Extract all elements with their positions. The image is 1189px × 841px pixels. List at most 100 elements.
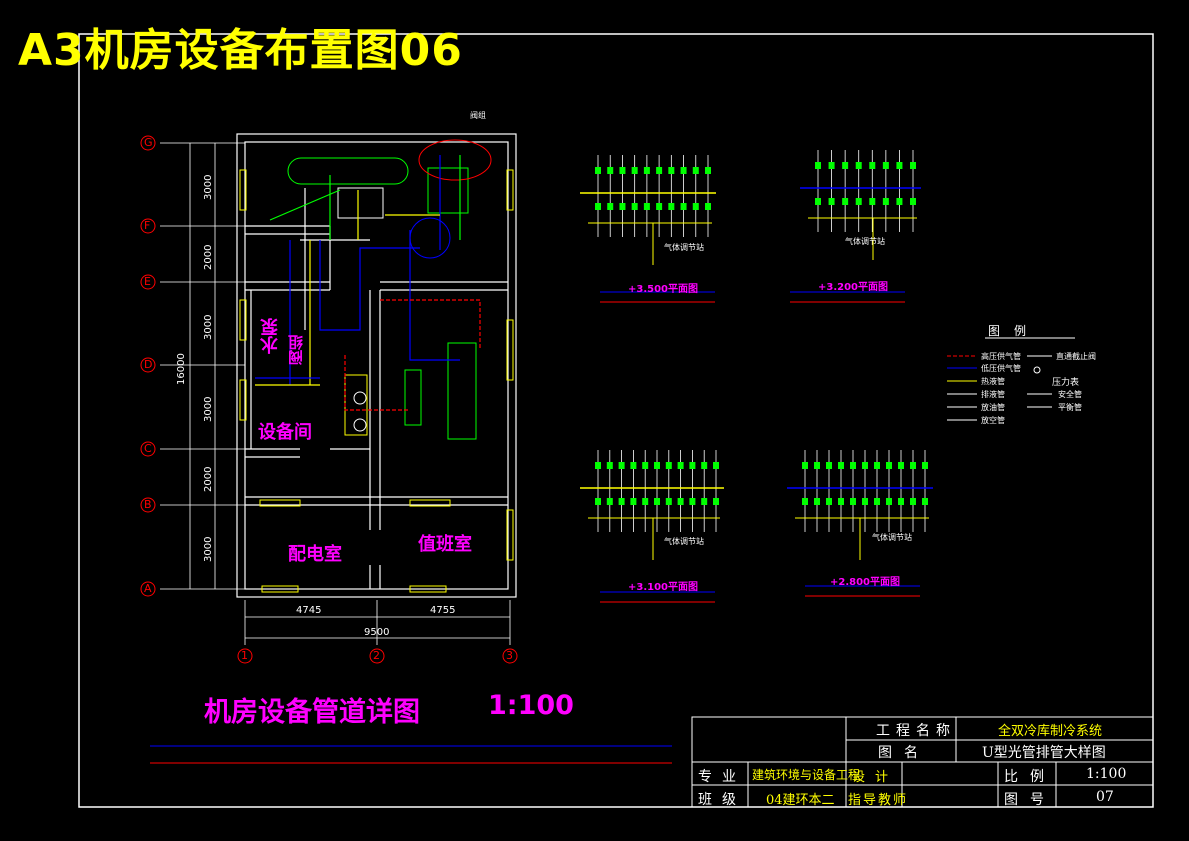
dim-v-1: 3000 (203, 174, 214, 200)
legend-item-8: 压力表 (1052, 378, 1080, 388)
valve-top-0-9 (705, 167, 711, 174)
valve-top-2-7 (677, 462, 684, 469)
page-title: A3机房设备布置图06 (18, 25, 463, 76)
legend-item-10: 平衡管 (1058, 403, 1082, 412)
valve-top-0-8 (692, 167, 699, 174)
tb-design-label: 设计 (852, 770, 899, 785)
legend-title: 图例 (988, 324, 1041, 338)
valve-bottom-1-5 (882, 198, 889, 205)
detail-plan-label-2: +3.200平面图 (818, 282, 889, 293)
legend-item-2: 低压供气管 (981, 364, 1021, 373)
valve-top-1-0 (815, 162, 821, 169)
valve-top-2-2 (618, 462, 625, 469)
tb-class-value: 04建环本二 (766, 793, 835, 808)
valve-top-3-8 (898, 462, 904, 469)
room-valve-group: 阀组 (287, 335, 305, 365)
valve-bottom-3-9 (910, 498, 916, 505)
valve-top-3-3 (838, 462, 844, 469)
valve-bottom-0-8 (692, 203, 699, 210)
axis-bubbles (140, 135, 518, 664)
valve-top-2-6 (665, 462, 672, 469)
valve-bottom-3-0 (802, 498, 808, 505)
valve-top-3-4 (850, 462, 856, 469)
axis-grid (160, 142, 511, 645)
dim-total-vertical: 16000 (176, 353, 187, 385)
legend-item-1: 高压供气管 (981, 352, 1021, 361)
valve-top-1-6 (896, 162, 903, 169)
valve-top-0-0 (595, 167, 601, 174)
valve-top-2-8 (689, 462, 696, 469)
valve-bottom-3-5 (862, 498, 868, 505)
valve-top-3-2 (826, 462, 832, 469)
valve-bottom-2-0 (595, 498, 601, 505)
axis-label-F: F (144, 219, 151, 232)
valve-bottom-2-8 (689, 498, 696, 505)
dim-h-1: 4745 (296, 605, 322, 616)
axis-label-D: D (144, 358, 153, 371)
tb-drawing-name-label: 图名 (878, 745, 930, 761)
valve-bottom-1-0 (815, 198, 821, 205)
axis-label-2: 2 (373, 649, 380, 662)
axis-label-A: A (144, 582, 152, 595)
valve-bottom-2-9 (701, 498, 708, 505)
dim-total-horizontal: 9500 (364, 627, 390, 638)
valve-bottom-0-5 (656, 203, 663, 210)
valve-bottom-0-7 (680, 203, 687, 210)
valve-top-2-4 (642, 462, 649, 469)
tb-major-value: 建筑环境与设备工程 (752, 768, 861, 782)
detail-note-1: 气体调节站 (664, 243, 704, 252)
detail-plans (580, 150, 933, 603)
valve-bottom-3-2 (826, 498, 832, 505)
valve-top-2-3 (630, 462, 637, 469)
building-walls (236, 133, 517, 598)
valve-top-1-5 (882, 162, 889, 169)
room-equipment: 设备间 (258, 422, 312, 443)
dim-v-4: 3000 (203, 396, 214, 422)
pipes (255, 155, 481, 411)
windows (239, 169, 514, 593)
legend-item-4: 排液管 (981, 390, 1005, 399)
tb-project-name-value: 全双冷库制冷系统 (998, 724, 1103, 739)
valve-top-2-9 (701, 462, 708, 469)
valve-top-2-1 (606, 462, 613, 469)
valve-bottom-1-1 (828, 198, 835, 205)
valve-bottom-2-3 (630, 498, 637, 505)
valve-bottom-3-3 (838, 498, 844, 505)
axis-label-G: G (144, 136, 153, 149)
valve-top-1-1 (828, 162, 835, 169)
detail-plan-label-4: +2.800平面图 (830, 577, 901, 588)
axis-label-B: B (144, 498, 152, 511)
axis-label-E: E (144, 275, 151, 288)
valve-bottom-3-8 (898, 498, 904, 505)
legend-lines (947, 337, 1075, 421)
valve-bottom-0-3 (631, 203, 638, 210)
valve-top-1-7 (910, 162, 916, 169)
valve-top-3-6 (874, 462, 880, 469)
tb-project-name-label: 工程名称 (876, 723, 956, 739)
valve-top-3-0 (802, 462, 808, 469)
valve-top-0-7 (680, 167, 687, 174)
valve-bottom-1-2 (842, 198, 849, 205)
valve-bottom-1-4 (869, 198, 876, 205)
tb-major-label: 专业 (698, 769, 746, 785)
drawing-title: 机房设备管道详图 (204, 697, 420, 728)
title-underlines (150, 745, 672, 764)
valve-top-1-4 (869, 162, 876, 169)
valve-top-3-7 (886, 462, 892, 469)
detail-plan-label-3: +3.100平面图 (628, 582, 699, 593)
valve-top-0-5 (656, 167, 663, 174)
valve-top-0-2 (619, 167, 626, 174)
axis-label-1: 1 (241, 649, 248, 662)
valve-bottom-0-2 (619, 203, 626, 210)
room-power: 配电室 (288, 544, 342, 565)
valve-top-0-6 (668, 167, 675, 174)
valve-bottom-3-10 (922, 498, 928, 505)
valve-bottom-2-10 (713, 498, 719, 505)
valve-bottom-3-4 (850, 498, 856, 505)
valve-top-1-2 (842, 162, 849, 169)
drawing-scale: 1:100 (488, 690, 574, 721)
valve-top-0-4 (643, 167, 650, 174)
tb-drawing-name-value: U型光管排管大样图 (982, 745, 1106, 761)
tb-class-label: 班级 (698, 792, 746, 808)
